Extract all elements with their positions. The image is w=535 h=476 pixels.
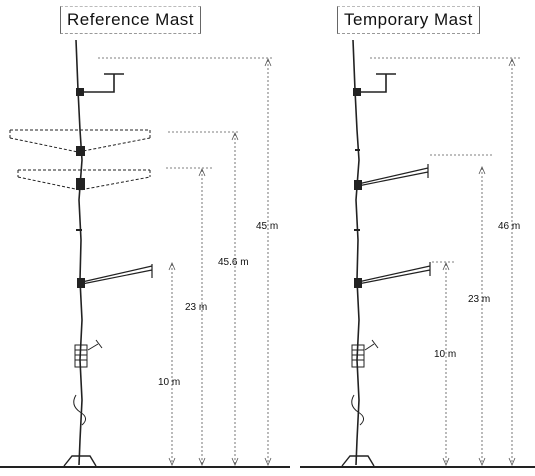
reference-top-clamp [76, 88, 84, 96]
temporary-label-10m: 10 m [434, 349, 456, 360]
temporary-label-23m: 23 m [468, 294, 490, 305]
reference-label-45-6m: 45.6 m [218, 257, 249, 268]
temporary-mid-boom [357, 262, 431, 285]
temporary-mid-boom-clamp [354, 278, 362, 288]
reference-mast [9, 39, 153, 467]
temporary-upper-boom [357, 164, 429, 187]
temporary-dimensions [370, 57, 520, 467]
reference-mid-boom-clamp [77, 278, 85, 288]
temporary-label-46m: 46 m [498, 221, 520, 232]
reference-second-boom [17, 169, 151, 191]
reference-upper-boom-clamp [76, 146, 85, 156]
reference-mast-pole [75, 39, 83, 466]
temporary-top-bracket [357, 73, 396, 93]
temporary-upper-boom-clamp [354, 180, 362, 190]
reference-label-45m: 45 m [256, 221, 278, 232]
reference-low-instruments [73, 339, 103, 426]
reference-second-boom-clamp [76, 178, 85, 190]
temporary-low-instruments [351, 339, 379, 426]
reference-mid-boom [81, 264, 153, 285]
reference-top-bracket [80, 73, 124, 93]
reference-label-23m: 23 m [185, 302, 207, 313]
temporary-top-clamp [353, 88, 361, 96]
temporary-mast-title: Temporary Mast [337, 6, 480, 34]
temporary-mast-base [341, 455, 375, 467]
reference-mast-base [63, 455, 97, 467]
reference-mast-title: Reference Mast [60, 6, 201, 34]
reference-dimension-labels: 45 m 45.6 m 23 m 10 m [158, 221, 278, 388]
temporary-mast-pole [352, 39, 360, 466]
temporary-mast [341, 39, 431, 467]
temporary-dimension-labels: 46 m 23 m 10 m [434, 221, 520, 360]
reference-dimensions [98, 57, 274, 467]
reference-upper-boom [9, 129, 151, 153]
reference-label-10m: 10 m [158, 377, 180, 388]
